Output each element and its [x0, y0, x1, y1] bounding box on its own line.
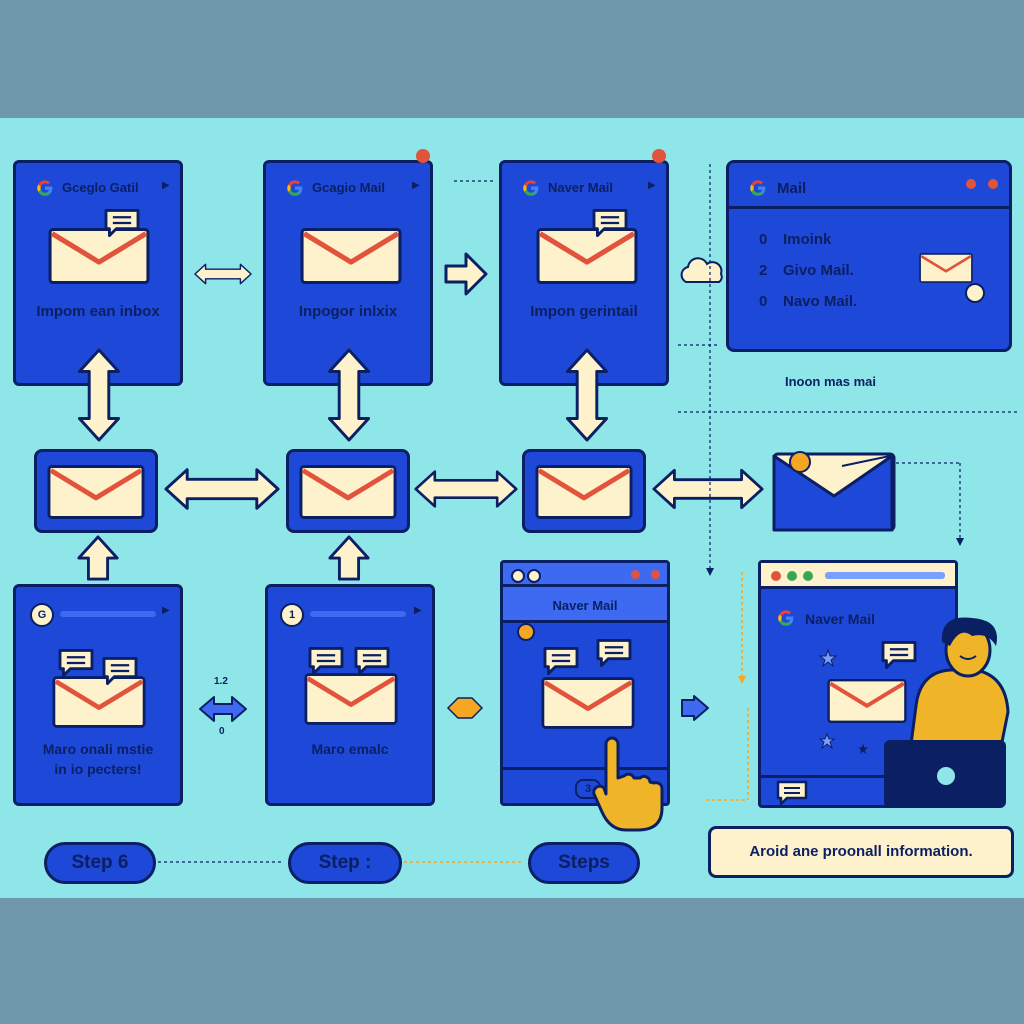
window-dot-icon[interactable]: [631, 570, 640, 579]
star-icon: [818, 732, 836, 750]
step-button[interactable]: Step :: [288, 842, 402, 884]
window-dot-icon[interactable]: [966, 179, 976, 189]
progress-bar: [310, 611, 406, 617]
notification-badge: [517, 623, 535, 641]
chevron-right-icon[interactable]: ▶: [162, 605, 170, 616]
divider: [503, 767, 667, 770]
chevron-right-icon[interactable]: ▶: [648, 180, 656, 191]
window-dot-icon[interactable]: [988, 179, 998, 189]
divider: [761, 775, 955, 778]
card-move-emails[interactable]: 1 ▶ Maro emalc: [265, 584, 435, 806]
window-dot-icon[interactable]: [771, 571, 781, 581]
double-arrow-icon: [446, 697, 484, 719]
mail-panel-header: [729, 163, 1009, 209]
window-dot-icon[interactable]: [651, 570, 660, 579]
card-caption: Maro onali mstie: [42, 741, 154, 757]
step-number-badge: 1: [280, 603, 304, 627]
cloud-icon: [680, 257, 723, 283]
top-band: [0, 0, 1024, 118]
step-number-badge: G: [30, 603, 54, 627]
notification-badge: [416, 149, 430, 163]
browser-title: Naver Mail: [552, 598, 618, 613]
card-caption: in io pecters!: [54, 761, 142, 777]
mail-panel-title: Mail: [777, 180, 807, 197]
browser-header: [503, 587, 667, 623]
step-button[interactable]: Step 6: [44, 842, 156, 884]
card-caption: Maro emalc: [311, 741, 389, 757]
card-title: Gceglo Gatil: [62, 180, 139, 195]
person-illustration: [884, 617, 1010, 808]
window-dot-icon[interactable]: [787, 571, 797, 581]
double-arrow-icon: [199, 696, 247, 722]
mail-panel-note: Inoon mas mai: [785, 374, 877, 389]
chevron-right-icon[interactable]: ▶: [412, 180, 420, 191]
star-icon: [818, 648, 838, 668]
progress-bar: [60, 611, 156, 617]
right-arrow-icon: [444, 252, 488, 296]
card-title: Gcagio Mail: [312, 180, 385, 195]
card-caption: Inpogor inlxix: [298, 303, 398, 320]
mailbox-node[interactable]: [522, 449, 646, 533]
card-move-to-folders[interactable]: G ▶ Maro onali mstie in io pecters!: [13, 584, 183, 806]
address-bar[interactable]: [825, 572, 945, 579]
hand-pointer-icon: [592, 736, 664, 832]
small-label: 0: [219, 726, 225, 737]
mailbox-node[interactable]: [34, 449, 158, 533]
window-dot-icon[interactable]: [527, 569, 541, 583]
privacy-note: Aroid ane proonall information.: [708, 826, 1014, 878]
right-arrow-icon: [681, 695, 709, 721]
window-dot-icon[interactable]: [803, 571, 813, 581]
notification-badge: [652, 149, 666, 163]
card-caption: Impon gerintail: [530, 303, 638, 320]
browser-window-small[interactable]: Naver Mail 3: [500, 560, 670, 806]
browser-title: Naver Mail: [805, 611, 876, 627]
mailbox-node[interactable]: [286, 449, 410, 533]
bottom-band: [0, 898, 1024, 1024]
card-google-mail-import[interactable]: Gcagio Mail ▶ Inpogor inlxix: [263, 149, 433, 386]
window-dot-icon[interactable]: [511, 569, 525, 583]
star-icon: [858, 744, 868, 754]
card-gmail-import[interactable]: Gceglo Gatil ▶ Impom ean inbox: [13, 160, 183, 386]
chevron-right-icon[interactable]: ▶: [414, 605, 422, 616]
card-title: Naver Mail: [548, 180, 614, 195]
chevron-right-icon[interactable]: ▶: [162, 180, 170, 191]
open-envelope-icon: [772, 451, 896, 532]
card-caption: Impom ean inbox: [36, 303, 160, 320]
small-label: 1.2: [214, 676, 228, 687]
attachment-badge: [965, 283, 985, 303]
step-button[interactable]: Steps: [528, 842, 640, 884]
